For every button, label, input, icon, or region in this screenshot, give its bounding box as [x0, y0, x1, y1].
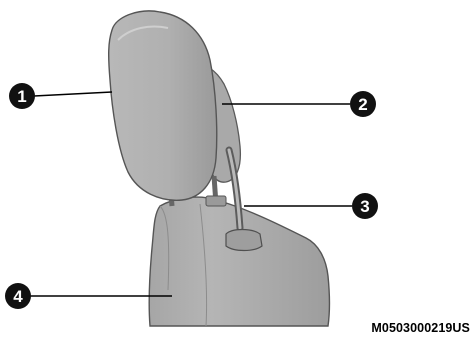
leader-line-1: [34, 92, 112, 96]
figure-id-code: M0503000219US: [371, 321, 470, 335]
callout-3-number: 3: [360, 197, 369, 216]
callout-1-number: 1: [17, 87, 26, 106]
callout-4-number: 4: [13, 287, 23, 306]
callout-2-number: 2: [358, 95, 367, 114]
headrest-guide-sleeve: [226, 230, 262, 251]
callout-2: 2: [350, 91, 376, 117]
callout-4: 4: [5, 283, 31, 309]
callout-1: 1: [9, 83, 35, 109]
callout-3: 3: [352, 193, 378, 219]
front-headrest: [109, 11, 217, 200]
